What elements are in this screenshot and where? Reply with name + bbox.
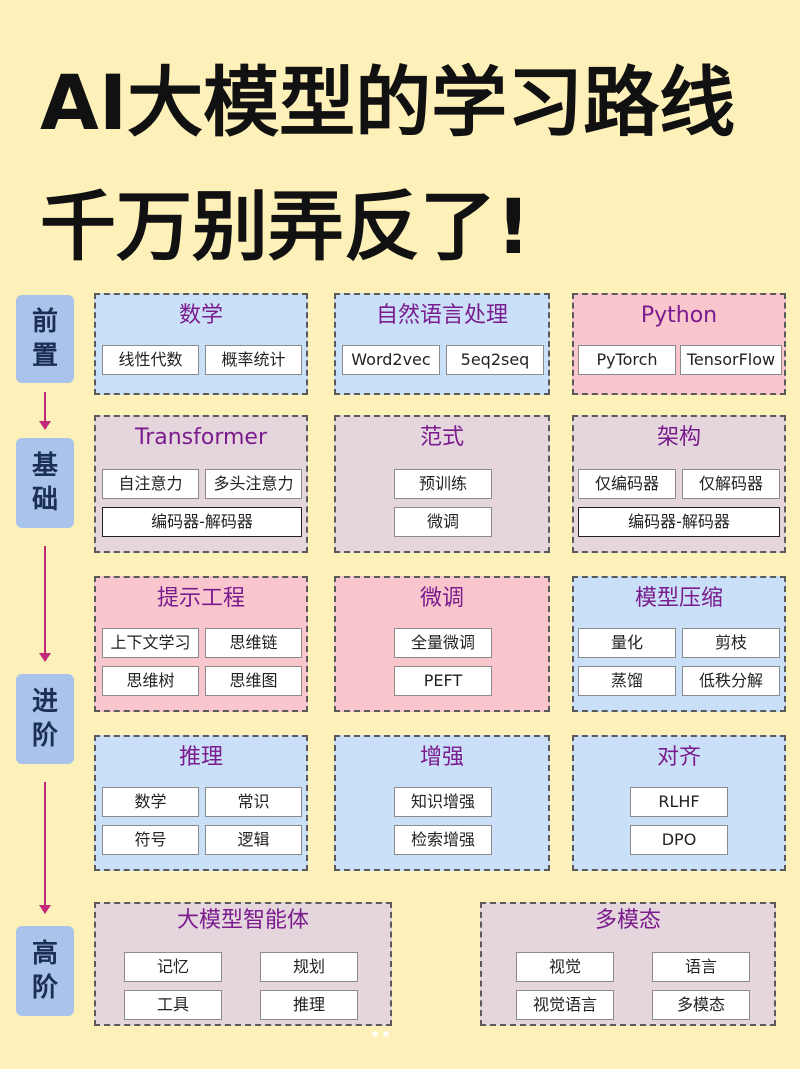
chip: 数学 xyxy=(102,787,199,817)
chip: TensorFlow xyxy=(680,345,782,375)
arrow-down-icon xyxy=(39,782,51,914)
stage-basic: 基础 xyxy=(16,438,74,528)
card-model-compression: 模型压缩 量化 剪枝 蒸馏 低秩分解 xyxy=(572,576,786,712)
chip: 工具 xyxy=(124,990,222,1020)
card-enhancement: 增强 知识增强 检索增强 xyxy=(334,735,550,871)
card-alignment: 对齐 RLHF DPO xyxy=(572,735,786,871)
card-python: Python PyTorch TensorFlow xyxy=(572,293,786,395)
card-architecture: 架构 仅编码器 仅解码器 编码器-解码器 xyxy=(572,415,786,553)
chip: 常识 xyxy=(205,787,302,817)
arrow-down-icon xyxy=(39,546,51,662)
chip: 编码器-解码器 xyxy=(578,507,780,537)
card-title: 对齐 xyxy=(656,745,701,770)
card-title: 增强 xyxy=(419,745,464,770)
chip: 推理 xyxy=(260,990,358,1020)
chip: 5eq2seq xyxy=(446,345,544,375)
stage-senior: 高阶 xyxy=(16,926,74,1016)
card-title: 架构 xyxy=(656,425,701,450)
chip: 概率统计 xyxy=(205,345,302,375)
card-title: Python xyxy=(640,303,718,328)
chip: 检索增强 xyxy=(394,825,492,855)
chip: PyTorch xyxy=(578,345,676,375)
chip: 记忆 xyxy=(124,952,222,982)
chip: 逻辑 xyxy=(205,825,302,855)
chip: 仅编码器 xyxy=(578,469,676,499)
chip: 预训练 xyxy=(394,469,492,499)
chip: 符号 xyxy=(102,825,199,855)
card-title: 自然语言处理 xyxy=(375,303,508,328)
chip: 剪枝 xyxy=(682,628,780,658)
chip: 视觉语言 xyxy=(516,990,614,1020)
title-line-1: AI大模型的学习路线 xyxy=(40,58,736,147)
card-multimodal: 多模态 视觉 语言 视觉语言 多模态 xyxy=(480,902,776,1026)
card-title: 提示工程 xyxy=(156,586,245,611)
card-title: 范式 xyxy=(419,425,464,450)
chip: 上下文学习 xyxy=(102,628,199,658)
card-finetune: 微调 全量微调 PEFT xyxy=(334,576,550,712)
chip: Word2vec xyxy=(342,345,440,375)
card-reasoning: 推理 数学 常识 符号 逻辑 xyxy=(94,735,308,871)
chip: RLHF xyxy=(630,787,728,817)
chip: 自注意力 xyxy=(102,469,199,499)
chip: PEFT xyxy=(394,666,492,696)
card-title: 微调 xyxy=(419,586,464,611)
chip: 视觉 xyxy=(516,952,614,982)
title-line-2: 千万别弄反了! xyxy=(40,182,531,271)
chip: 思维树 xyxy=(102,666,199,696)
stage-prereq: 前置 xyxy=(16,295,74,383)
chip: 多模态 xyxy=(652,990,750,1020)
chip: 编码器-解码器 xyxy=(102,507,302,537)
card-transformer: Transformer 自注意力 多头注意力 编码器-解码器 xyxy=(94,415,308,553)
card-math: 数学 线性代数 概率统计 xyxy=(94,293,308,395)
chip: 微调 xyxy=(394,507,492,537)
card-paradigm: 范式 预训练 微调 xyxy=(334,415,550,553)
chip: 规划 xyxy=(260,952,358,982)
chip: 多头注意力 xyxy=(205,469,302,499)
card-title: 模型压缩 xyxy=(634,586,723,611)
chip: 低秩分解 xyxy=(682,666,780,696)
card-title: 大模型智能体 xyxy=(176,908,309,933)
card-prompt-engineering: 提示工程 上下文学习 思维链 思维树 思维图 xyxy=(94,576,308,712)
chip: 思维图 xyxy=(205,666,302,696)
chip: 知识增强 xyxy=(394,787,492,817)
arrow-down-icon xyxy=(39,392,51,430)
card-title: 数学 xyxy=(178,303,223,328)
chip: 全量微调 xyxy=(394,628,492,658)
chip: 蒸馏 xyxy=(578,666,676,696)
stage-advanced: 进阶 xyxy=(16,674,74,764)
page-indicator xyxy=(372,1022,394,1041)
card-title: 多模态 xyxy=(594,908,661,933)
chip: 量化 xyxy=(578,628,676,658)
chip: 思维链 xyxy=(205,628,302,658)
chip: 语言 xyxy=(652,952,750,982)
card-llm-agent: 大模型智能体 记忆 规划 工具 推理 xyxy=(94,902,392,1026)
chip: 线性代数 xyxy=(102,345,199,375)
card-nlp: 自然语言处理 Word2vec 5eq2seq xyxy=(334,293,550,395)
card-title: Transformer xyxy=(134,425,267,450)
card-title: 推理 xyxy=(178,745,223,770)
chip: 仅解码器 xyxy=(682,469,780,499)
chip: DPO xyxy=(630,825,728,855)
